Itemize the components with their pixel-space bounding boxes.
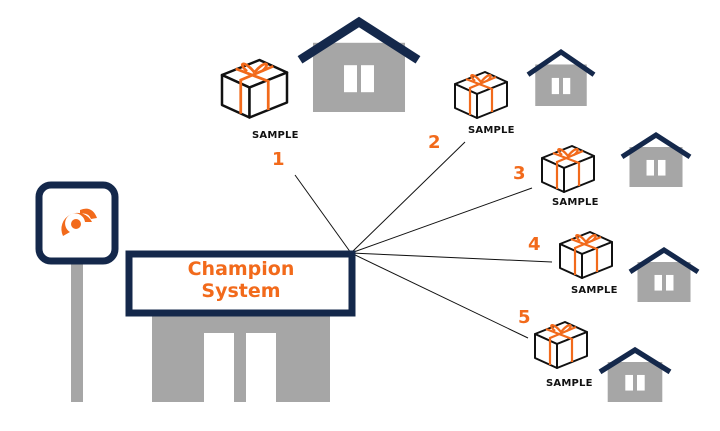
gift-box-icon-3 xyxy=(541,145,595,193)
connector-line-4 xyxy=(350,252,553,263)
gift-box-icon-4 xyxy=(559,231,613,279)
connector-lines xyxy=(294,141,553,339)
sample-label-4: SAMPLE xyxy=(571,285,618,296)
connector-line-2 xyxy=(350,141,466,254)
sample-label-2: SAMPLE xyxy=(468,125,515,136)
champion-logo-icon xyxy=(61,208,97,236)
store-name-line2: System xyxy=(201,280,281,302)
store-name-line1: Champion xyxy=(187,258,295,280)
connector-line-1 xyxy=(294,174,352,254)
connector-line-5 xyxy=(350,252,529,339)
house-icon-4 xyxy=(628,246,700,302)
store-building xyxy=(152,312,330,402)
sample-label-5: SAMPLE xyxy=(546,378,593,389)
delivery-number-2: 2 xyxy=(428,132,441,153)
store-door-left xyxy=(204,333,234,402)
house-icon-1 xyxy=(297,16,421,112)
sign-pole xyxy=(71,257,83,402)
gift-box-icon-2 xyxy=(454,71,508,119)
delivery-number-1: 1 xyxy=(272,149,285,170)
house-icon-2 xyxy=(526,48,596,106)
connector-line-3 xyxy=(350,187,533,254)
delivery-number-4: 4 xyxy=(528,234,541,255)
gift-box-icon-5 xyxy=(534,321,588,369)
store-sign xyxy=(125,250,356,317)
store-name: Champion System xyxy=(130,258,352,302)
delivery-number-3: 3 xyxy=(513,163,526,184)
house-icon-5 xyxy=(598,346,672,402)
delivery-number-5: 5 xyxy=(518,307,531,328)
store-door-right xyxy=(246,333,276,402)
house-icon-3 xyxy=(620,131,692,187)
sample-label-1: SAMPLE xyxy=(252,130,299,141)
gift-box-icon-1 xyxy=(220,58,289,119)
sample-label-3: SAMPLE xyxy=(552,197,599,208)
